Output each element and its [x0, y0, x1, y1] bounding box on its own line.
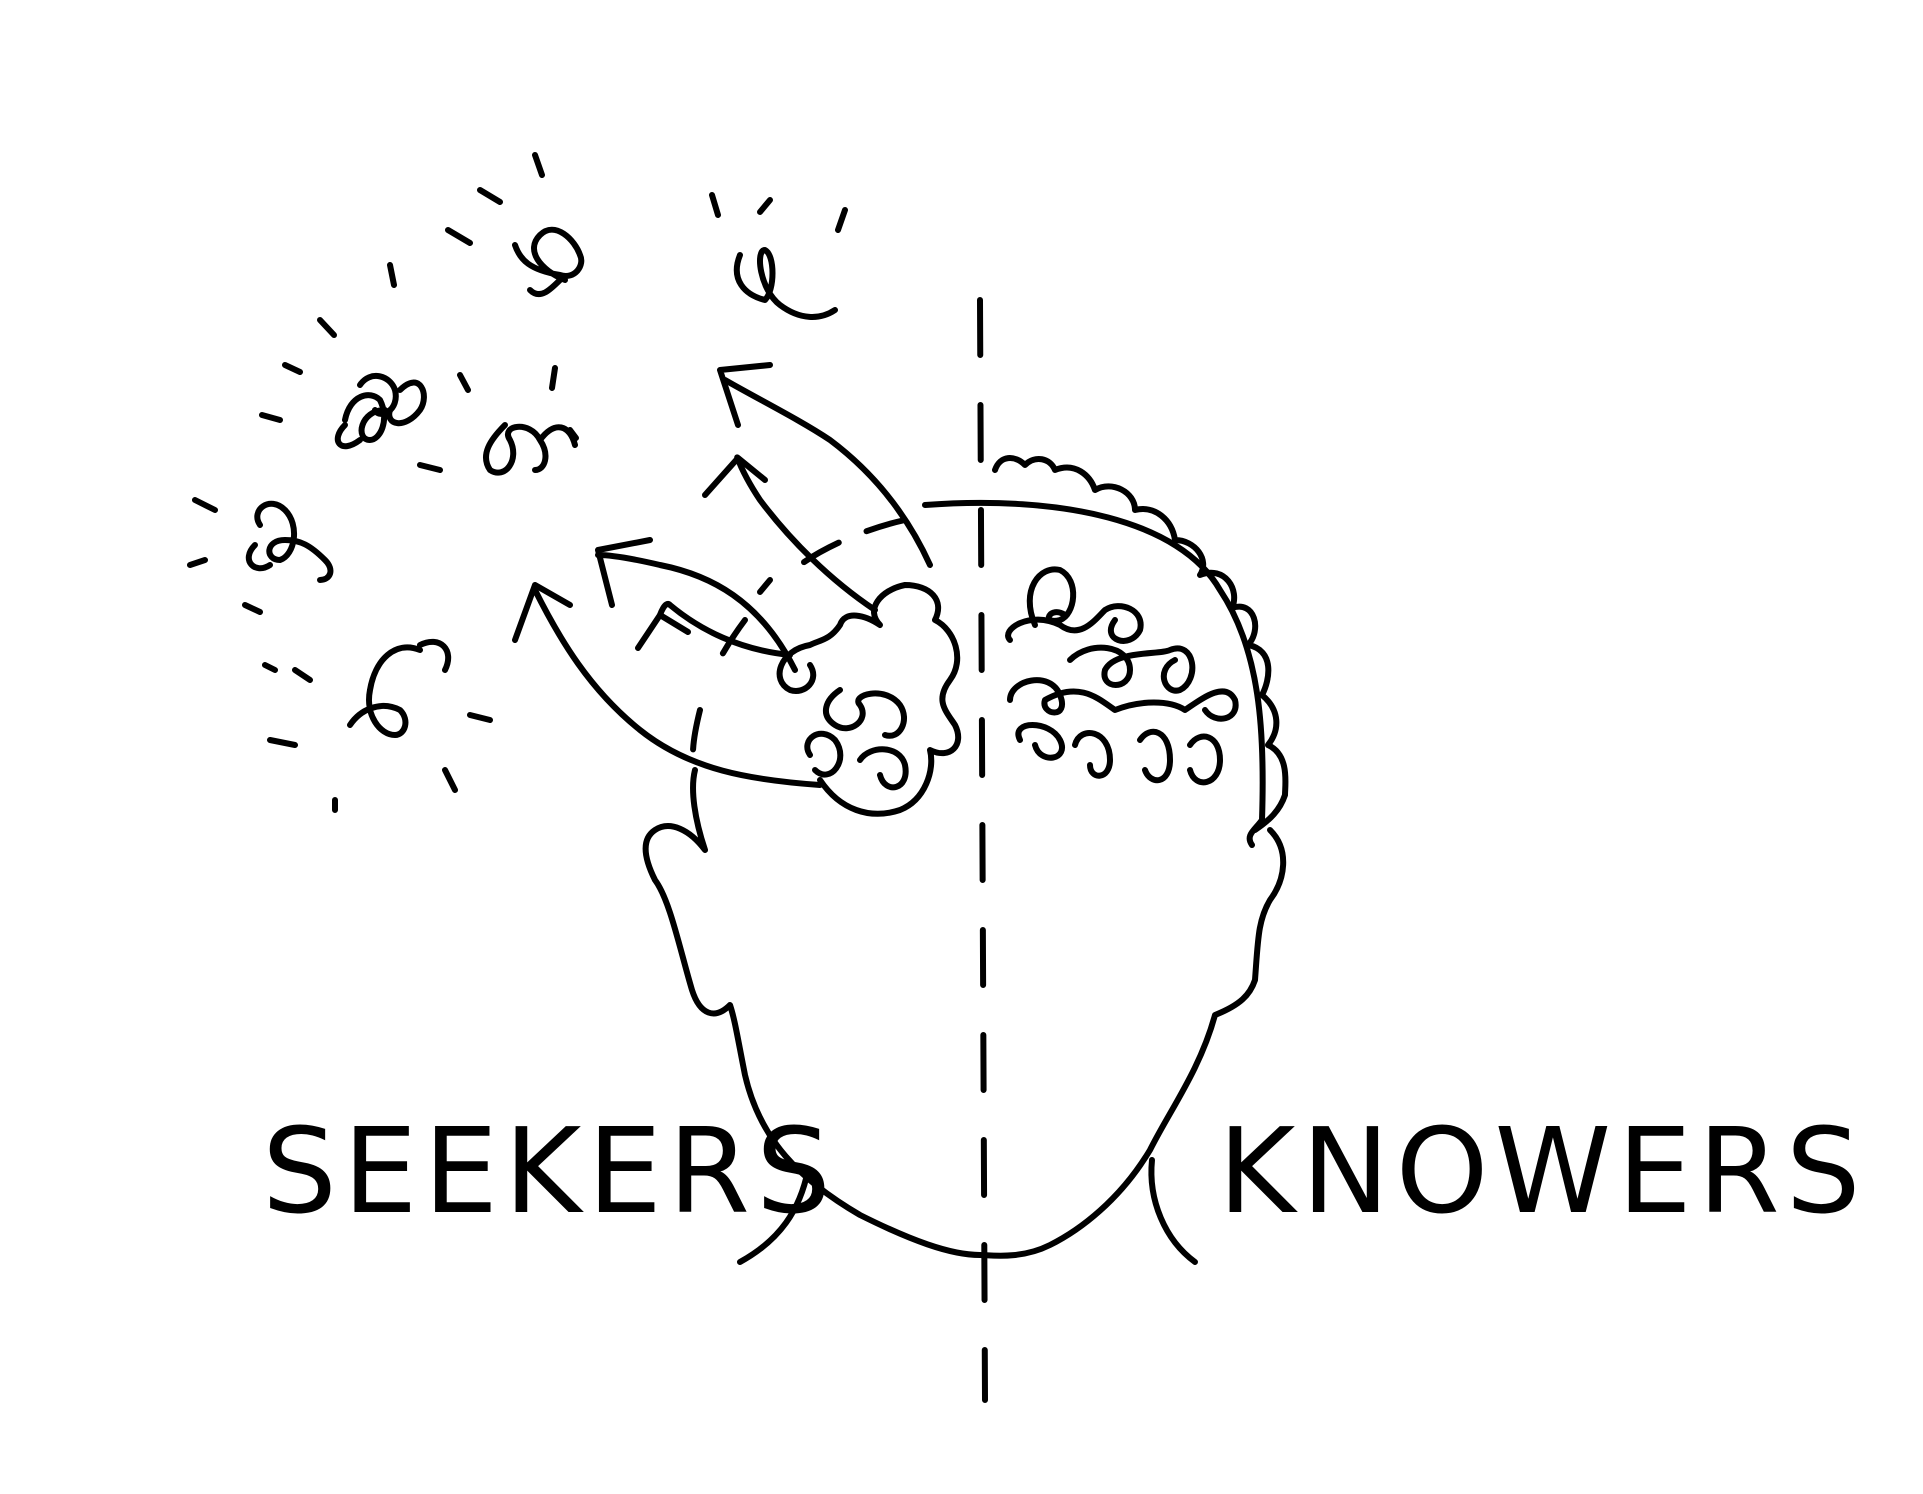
seekers-label: SEEKERS: [262, 1102, 837, 1240]
curly-hair-outline: [992, 455, 1289, 833]
left-hair-dashes: [689, 517, 908, 773]
spark-marks: [187, 152, 848, 813]
seekers-escaping-curls: [512, 362, 962, 817]
knowers-label: KNOWERS: [1218, 1102, 1867, 1240]
divider-dashed-line: [977, 297, 988, 1403]
neck-left-line: [737, 1167, 811, 1265]
neck-right-line: [1148, 1157, 1198, 1265]
floating-curls: [245, 226, 838, 738]
head-outline: [642, 499, 1287, 1259]
knowers-thought-curls: [1005, 566, 1239, 786]
